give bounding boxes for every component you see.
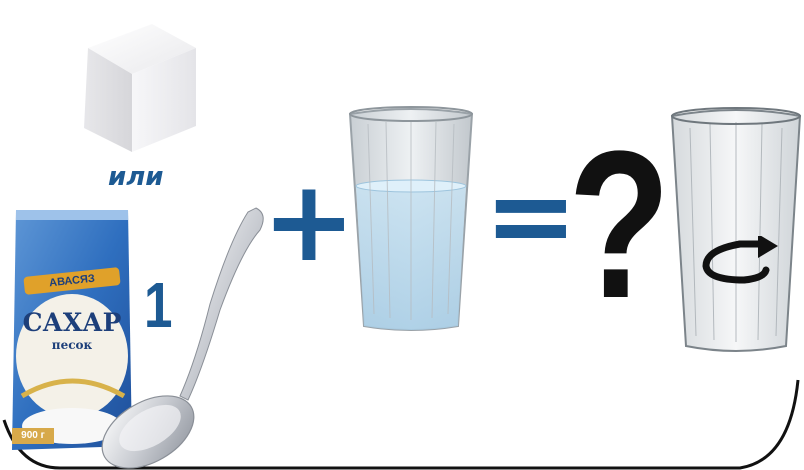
or-caption: или bbox=[108, 162, 163, 192]
sugar-cube-icon bbox=[80, 18, 200, 158]
water-glass-icon bbox=[346, 104, 476, 336]
empty-glass-icon bbox=[668, 104, 804, 358]
question-mark: ? bbox=[568, 120, 671, 330]
spoon-icon bbox=[92, 200, 272, 470]
equals-operator: = bbox=[484, 160, 578, 272]
plus-operator: + bbox=[262, 166, 356, 278]
stir-arrow-icon bbox=[700, 236, 784, 290]
sugar-bag-weight: 900 г bbox=[12, 428, 54, 444]
